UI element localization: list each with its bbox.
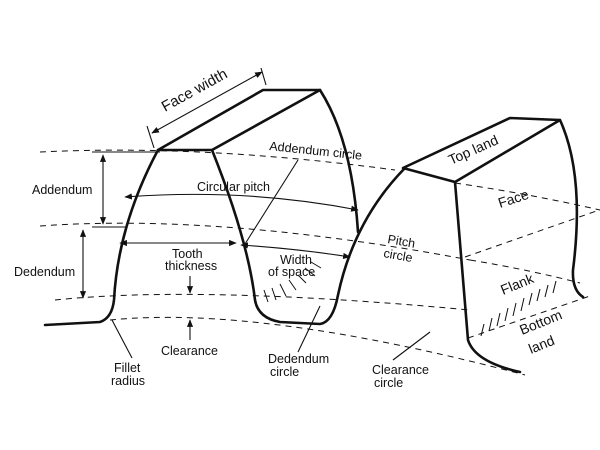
pitch-circle-line <box>39 222 471 261</box>
face-label: Face <box>496 186 531 211</box>
bottom-land-label: land <box>526 332 557 357</box>
clearance-circle-line <box>109 316 526 376</box>
bottom-label: Bottom <box>517 306 564 337</box>
clearance-circle-label-2: circle <box>374 376 403 390</box>
root-hatching <box>263 261 557 337</box>
dedendum-label: Dedendum <box>14 265 75 279</box>
addendum-circle-label: Addendum circle <box>269 139 363 163</box>
dimension-lines <box>79 67 431 361</box>
thickness-label: thickness <box>165 259 217 273</box>
reference-circles <box>39 149 600 376</box>
right-tooth-back-edge <box>558 118 585 299</box>
addendum-label: Addendum <box>32 183 92 197</box>
width-of-space-arrow <box>240 242 351 259</box>
left-tooth <box>43 88 407 327</box>
of-space-label: of space <box>268 265 315 279</box>
clearance-circle-leader <box>392 331 431 361</box>
right-tooth-front-edge <box>453 180 522 374</box>
tooth-label: Tooth <box>172 247 203 261</box>
pitch-circle-label: circle <box>382 246 413 265</box>
fillet-leader <box>111 319 133 359</box>
tooth-profile <box>43 148 407 327</box>
face-width-arrow <box>151 71 263 134</box>
clearance-label: Clearance <box>161 344 218 358</box>
dedendum-circle-label-1: Dedendum <box>268 352 329 366</box>
flank-label: Flank <box>498 270 537 298</box>
labels: Face width Addendum circle Top land Adde… <box>14 65 564 390</box>
circular-pitch-arrow <box>124 193 359 212</box>
pitch-circle-line-right <box>469 259 581 284</box>
dedendum-circle-line <box>54 293 471 311</box>
pitch-label: Pitch <box>386 232 416 251</box>
top-land-label: Top land <box>446 132 501 168</box>
radius-label: radius <box>111 374 145 388</box>
addendum-circle-leader <box>244 159 299 245</box>
width-label: Width <box>280 253 312 267</box>
fillet-label: Fillet <box>114 361 141 375</box>
face-width-label: Face width <box>159 65 231 115</box>
circular-pitch-label: Circular pitch <box>197 180 270 194</box>
dedendum-circle-leader <box>297 305 321 353</box>
addendum-circle-line <box>39 149 396 171</box>
clearance-circle-label-1: Clearance <box>372 363 429 377</box>
dedendum-circle-label-2: circle <box>270 365 299 379</box>
right-tooth <box>401 116 585 374</box>
face-flank-dash <box>464 209 600 258</box>
